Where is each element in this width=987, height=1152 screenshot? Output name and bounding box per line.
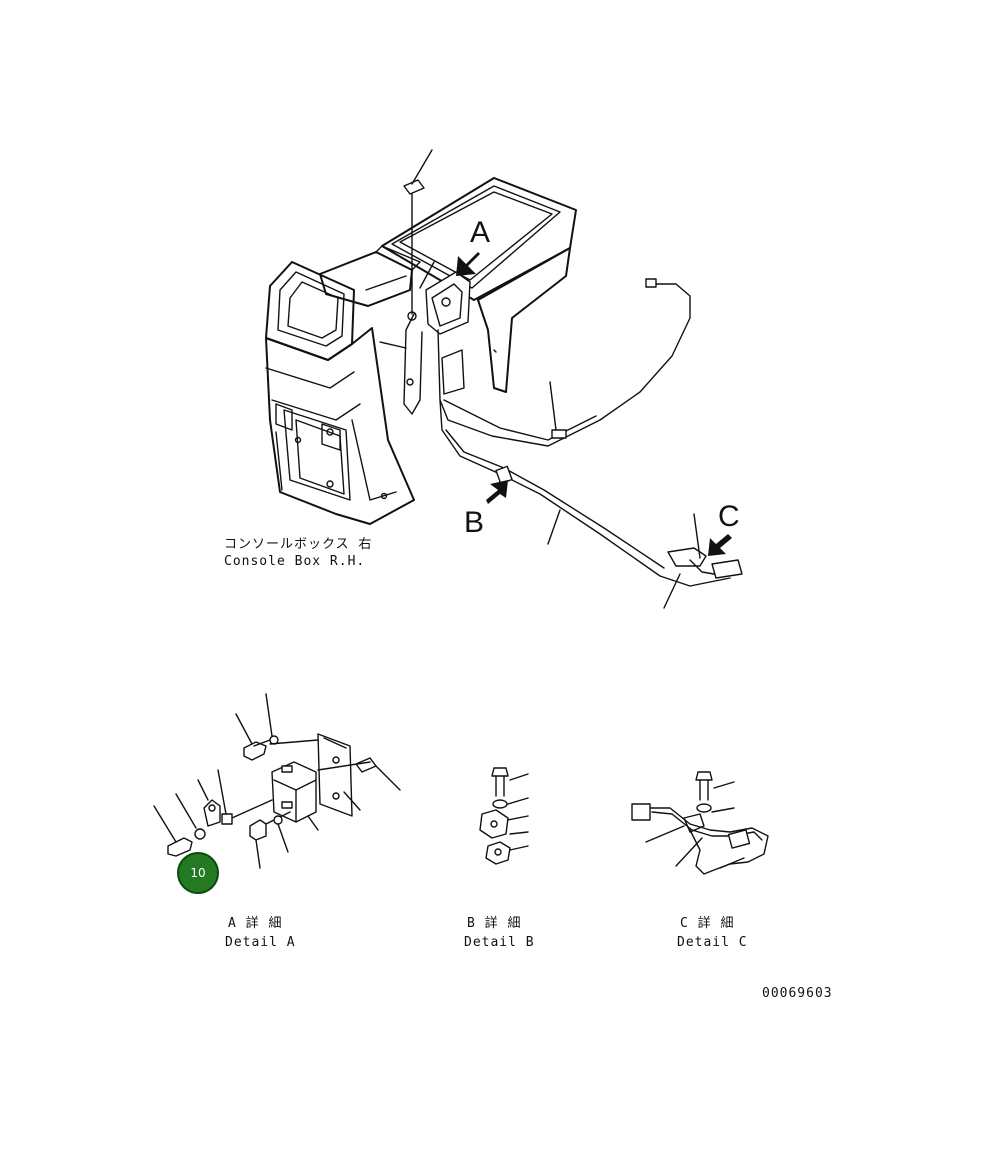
wiring-harness bbox=[403, 271, 743, 587]
part-number-badge[interactable]: 10 bbox=[177, 852, 219, 894]
leader-lines-main bbox=[379, 149, 701, 609]
detail-b-caption-jp: B 詳 細 bbox=[467, 915, 521, 931]
detail-c-caption-en: Detail C bbox=[677, 935, 748, 950]
console-box-assembly bbox=[265, 177, 577, 525]
callout-b-label: B bbox=[464, 506, 484, 539]
badge-label: 10 bbox=[190, 866, 206, 880]
arrow-c-icon bbox=[708, 534, 732, 556]
detail-a-caption-en: Detail A bbox=[225, 935, 296, 950]
detail-b-caption-en: Detail B bbox=[464, 935, 535, 950]
detail-a-caption-jp: A 詳 細 bbox=[228, 915, 282, 931]
callout-a-label: A bbox=[470, 216, 490, 249]
arrow-b-icon bbox=[486, 480, 508, 504]
detail-b-drawing bbox=[479, 767, 529, 865]
arrow-a-icon bbox=[456, 252, 480, 276]
callout-c-label: C bbox=[718, 500, 740, 533]
detail-a-drawing bbox=[153, 693, 401, 869]
callout-arrows bbox=[456, 252, 732, 556]
detail-c-caption-jp: C 詳 細 bbox=[680, 915, 734, 931]
drawing-number: 00069603 bbox=[762, 986, 833, 1001]
console-box-label-jp: コンソールボックス 右 bbox=[224, 537, 372, 552]
console-box-label-en: Console Box R.H. bbox=[224, 554, 365, 569]
detail-c-drawing bbox=[631, 771, 769, 875]
